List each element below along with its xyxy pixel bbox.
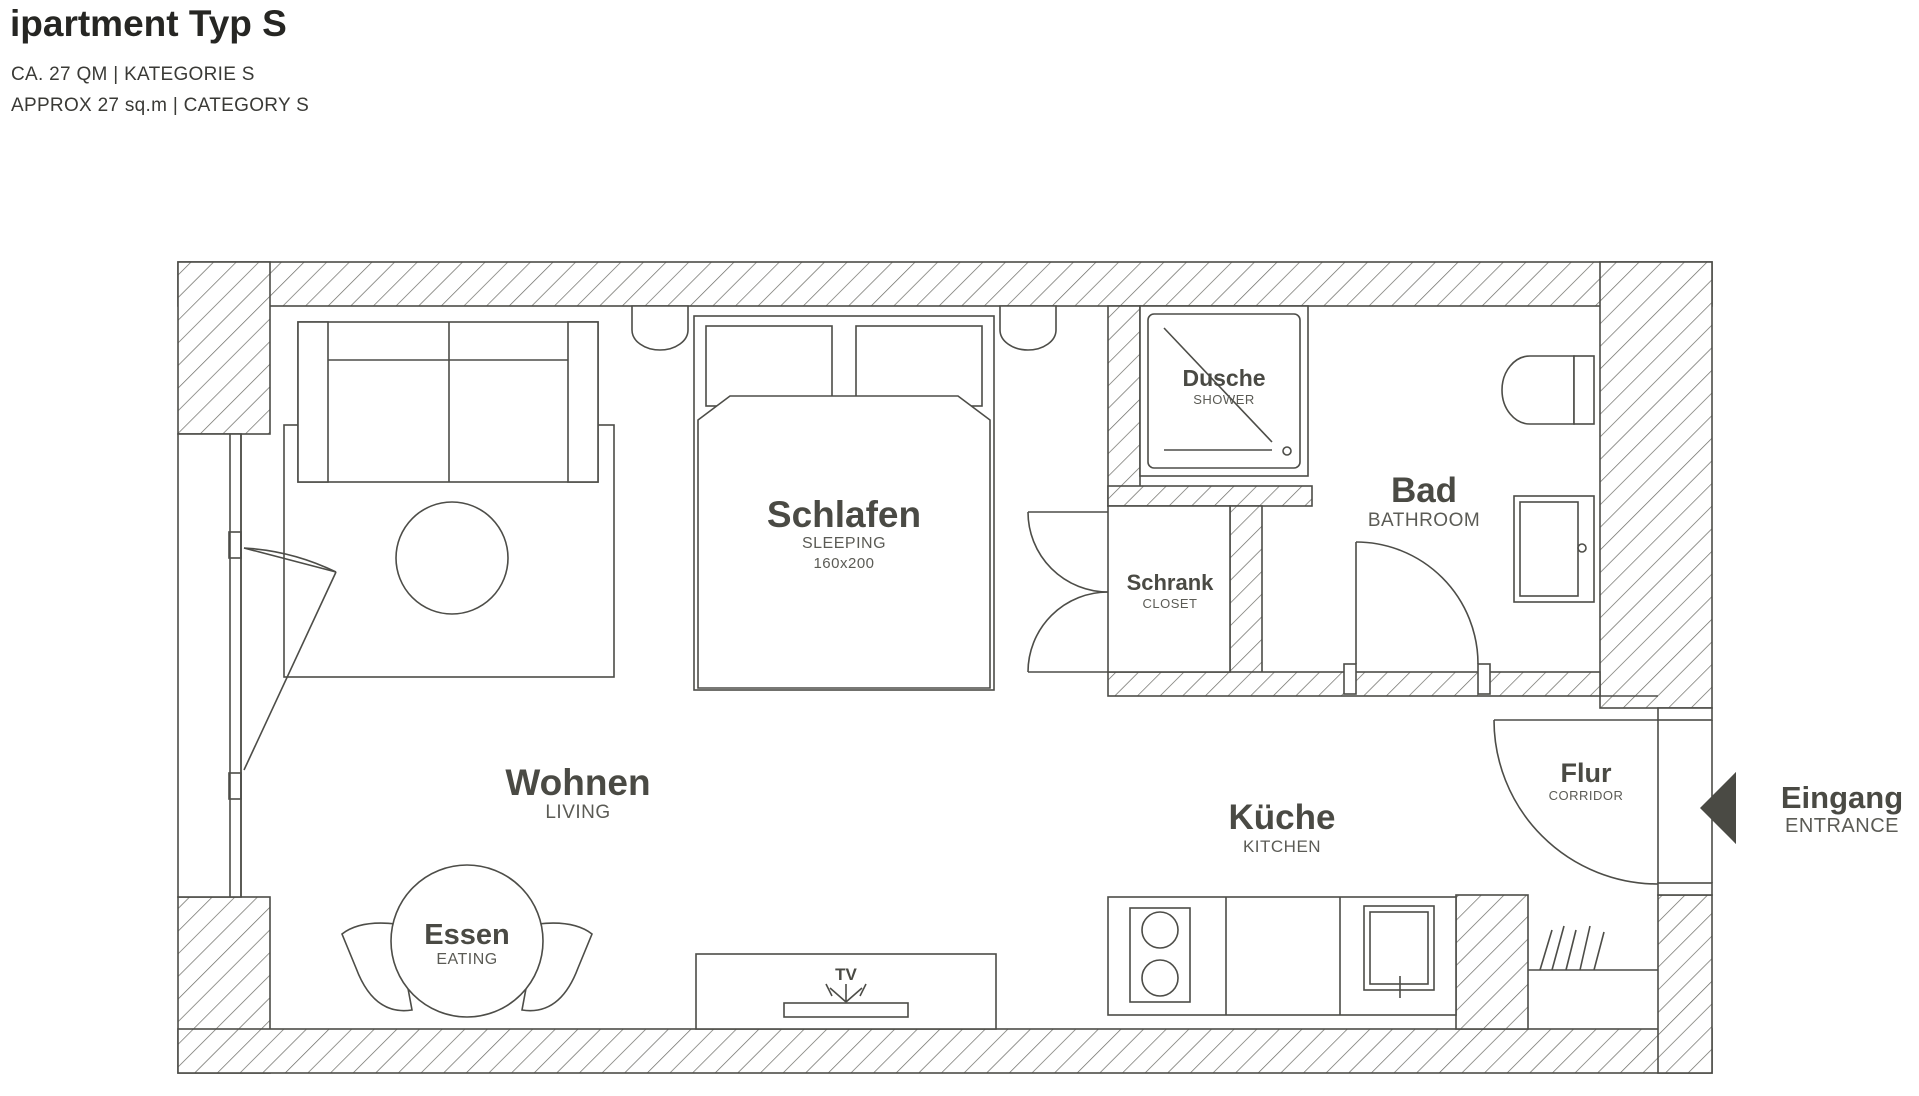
label-dusche: Dusche: [1182, 365, 1265, 391]
label-shower: SHOWER: [1193, 392, 1255, 407]
subtitle-english: APPROX 27 sq.m | CATEGORY S: [11, 95, 309, 116]
sofa: [283, 321, 615, 678]
stove-burner-icon: [1141, 959, 1179, 997]
coat-rack: [1528, 925, 1658, 971]
label-corridor: CORRIDOR: [1549, 788, 1624, 803]
room-labels: Schlafen SLEEPING 160x200 Dusche SHOWER …: [424, 365, 1903, 984]
tv-stand: [695, 953, 997, 1030]
nightstands: [631, 305, 1057, 351]
kitchen-counter: [1107, 896, 1457, 1016]
label-flur: Flur: [1561, 758, 1612, 788]
subtitle-german: CA. 27 QM | KATEGORIE S: [11, 64, 255, 85]
outer-walls: [177, 261, 1713, 1074]
bathroom-fixtures: [1343, 355, 1595, 695]
tv-icon: [825, 983, 867, 1003]
bed: [693, 315, 995, 691]
closet: [1027, 505, 1231, 673]
label-entrance: ENTRANCE: [1785, 815, 1899, 837]
label-eating: EATING: [436, 951, 497, 968]
label-kueche: Küche: [1229, 798, 1336, 837]
stove-burner-icon: [1141, 911, 1179, 949]
entrance-arrow: [1700, 772, 1736, 844]
label-bad: Bad: [1391, 471, 1457, 510]
label-bathroom: BATHROOM: [1368, 510, 1480, 531]
dining-table: [341, 864, 593, 1018]
label-tv: TV: [835, 965, 857, 984]
shower: [1139, 305, 1309, 477]
label-sleeping: SLEEPING: [802, 535, 886, 552]
label-schrank: Schrank: [1127, 570, 1215, 595]
label-eingang: Eingang: [1781, 780, 1903, 815]
balcony-door: [243, 547, 337, 771]
label-schlafen: Schlafen: [767, 494, 921, 535]
page-title: ipartment Typ S: [10, 3, 287, 44]
label-wohnen: Wohnen: [505, 762, 650, 803]
entrance-door: [1493, 719, 1659, 885]
label-living: LIVING: [545, 802, 610, 823]
label-closet: CLOSET: [1142, 596, 1197, 611]
label-essen: Essen: [424, 919, 509, 951]
label-kitchen: KITCHEN: [1243, 837, 1321, 856]
label-bed-size: 160x200: [813, 555, 874, 572]
